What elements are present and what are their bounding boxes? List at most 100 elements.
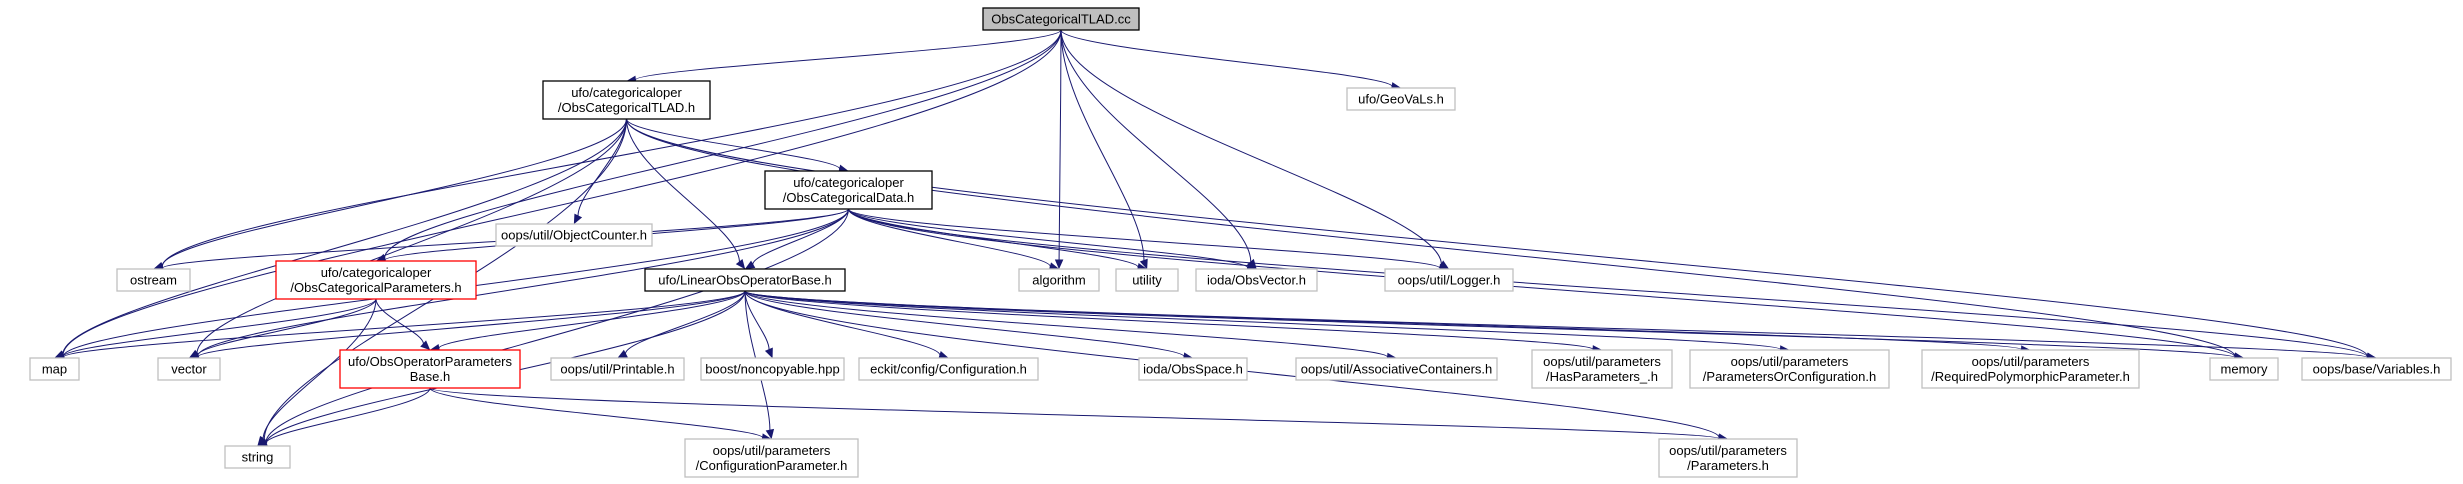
node-label: oops/base/Variables.h (2313, 362, 2441, 377)
node-box (764, 170, 933, 210)
node-box (1689, 349, 1890, 389)
edge-catdata-to-obsvector (848, 208, 1257, 272)
node-box (684, 438, 859, 478)
node-box (275, 260, 477, 300)
node-box (157, 357, 221, 381)
node-label: algorithm (1032, 273, 1085, 288)
edge-opparamsbase-to-string (257, 387, 431, 447)
node-noncopyable[interactable]: boost/noncopyable.hpp (700, 357, 845, 381)
edge-root-to-logger (1060, 29, 1450, 270)
edge-linbase-to-paramsorconfig (744, 290, 1790, 354)
node-label: /HasParameters_.h (1546, 369, 1658, 384)
node-box (1531, 349, 1673, 389)
edge-root-to-obsvector (1060, 29, 1257, 270)
node-layer: ObsCategoricalTLAD.cc ufo/categoricaloper… (29, 7, 2452, 478)
node-variables[interactable]: oops/base/Variables.h (2301, 357, 2452, 381)
node-box (1138, 357, 1248, 381)
edge-tlad_h-to-ostream (153, 118, 627, 271)
node-string[interactable]: string (224, 445, 291, 469)
edge-root-to-utility (1060, 29, 1148, 270)
node-label: oops/util/parameters (1669, 443, 1787, 458)
edge-opparamsbase-to-confparam (429, 387, 772, 442)
node-box (224, 445, 291, 469)
node-hasparams[interactable]: oops/util/parameters/HasParameters_.h (1531, 349, 1673, 389)
node-label: ufo/categoricaloper (571, 85, 682, 100)
edge-linbase-to-noncopyable (744, 290, 773, 359)
node-parameters[interactable]: oops/util/parameters/Parameters.h (1658, 438, 1798, 478)
node-label: oops/util/Logger.h (1398, 273, 1501, 288)
node-printable[interactable]: oops/util/Printable.h (550, 357, 685, 381)
node-label: vector (171, 362, 207, 377)
node-label: /ObsCategoricalParameters.h (290, 280, 461, 295)
edge-root-to-algorithm (1054, 29, 1064, 270)
node-reqpoly[interactable]: oops/util/parameters/RequiredPolymorphic… (1921, 349, 2140, 389)
node-label: ObsCategoricalTLAD.cc (991, 12, 1131, 27)
node-objcounter[interactable]: oops/util/ObjectCounter.h (495, 223, 653, 247)
node-assoc[interactable]: oops/util/AssociativeContainers.h (1295, 357, 1498, 381)
node-box (1346, 87, 1456, 111)
node-obsspace[interactable]: ioda/ObsSpace.h (1138, 357, 1248, 381)
node-catdata[interactable]: ufo/categoricaloper/ObsCategoricalData.h (764, 170, 933, 210)
node-box (1018, 268, 1100, 292)
edge-tlad_h-to-catdata (626, 118, 849, 174)
node-map[interactable]: map (29, 357, 80, 381)
node-box (858, 357, 1039, 381)
edge-layer (54, 29, 2377, 448)
node-label: oops/util/AssociativeContainers.h (1301, 362, 1493, 377)
node-catparams[interactable]: ufo/categoricaloper/ObsCategoricalParame… (275, 260, 477, 300)
node-label: ufo/categoricaloper (793, 175, 904, 190)
node-box (700, 357, 845, 381)
edge-opparamsbase-to-parameters (429, 387, 1729, 443)
node-linbase[interactable]: ufo/LinearObsOperatorBase.h (644, 268, 846, 292)
node-label: oops/util/parameters (713, 443, 831, 458)
node-econfig[interactable]: eckit/config/Configuration.h (858, 357, 1039, 381)
node-label: ufo/LinearObsOperatorBase.h (658, 273, 831, 288)
edge-root-to-geovals (1060, 29, 1402, 91)
node-box (644, 268, 846, 292)
node-box (29, 357, 80, 381)
node-algorithm[interactable]: algorithm (1018, 268, 1100, 292)
edge-root-to-tlad_h (626, 29, 1062, 85)
node-label: /Parameters.h (1687, 458, 1769, 473)
node-logger[interactable]: oops/util/Logger.h (1384, 268, 1514, 292)
node-ostream[interactable]: ostream (116, 268, 191, 292)
node-box (1658, 438, 1798, 478)
node-box (982, 7, 1140, 31)
node-label: Base.h (410, 369, 450, 384)
node-label: ioda/ObsVector.h (1207, 273, 1306, 288)
node-box (550, 357, 685, 381)
edge-catdata-to-logger (848, 208, 1450, 273)
edge-catdata-to-linbase (744, 208, 849, 270)
node-paramsorconfig[interactable]: oops/util/parameters/ParametersOrConfigu… (1689, 349, 1890, 389)
node-label: ioda/ObsSpace.h (1143, 362, 1243, 377)
node-label: /ConfigurationParameter.h (696, 458, 848, 473)
node-box (1295, 357, 1498, 381)
node-box (1195, 268, 1318, 292)
node-tlad_h[interactable]: ufo/categoricaloper/ObsCategoricalTLAD.h (542, 80, 711, 120)
node-label: oops/util/parameters (1972, 354, 2090, 369)
node-utility[interactable]: utility (1115, 268, 1179, 292)
edge-linbase-to-hasparams (744, 290, 1603, 354)
node-memory[interactable]: memory (2209, 357, 2279, 381)
edge-linbase-to-printable (617, 290, 746, 359)
edge-tlad_h-to-linbase (626, 118, 746, 270)
node-geovals[interactable]: ufo/GeoVaLs.h (1346, 87, 1456, 111)
node-obsvector[interactable]: ioda/ObsVector.h (1195, 268, 1318, 292)
node-label: oops/util/parameters (1731, 354, 1849, 369)
node-vector[interactable]: vector (157, 357, 221, 381)
node-root[interactable]: ObsCategoricalTLAD.cc (982, 7, 1140, 31)
edge-catparams-to-opparamsbase (375, 298, 431, 351)
node-label: /ObsCategoricalData.h (783, 190, 915, 205)
node-box (339, 349, 521, 389)
node-label: memory (2221, 362, 2268, 377)
node-box (1115, 268, 1179, 292)
node-box (495, 223, 653, 247)
node-label: map (42, 362, 67, 377)
node-confparam[interactable]: oops/util/parameters/ConfigurationParame… (684, 438, 859, 478)
edge-linbase-to-econfig (744, 290, 949, 360)
edge-tlad_h-to-objcounter (573, 118, 627, 225)
node-label: boost/noncopyable.hpp (705, 362, 839, 377)
node-label: ufo/GeoVaLs.h (1358, 92, 1444, 107)
